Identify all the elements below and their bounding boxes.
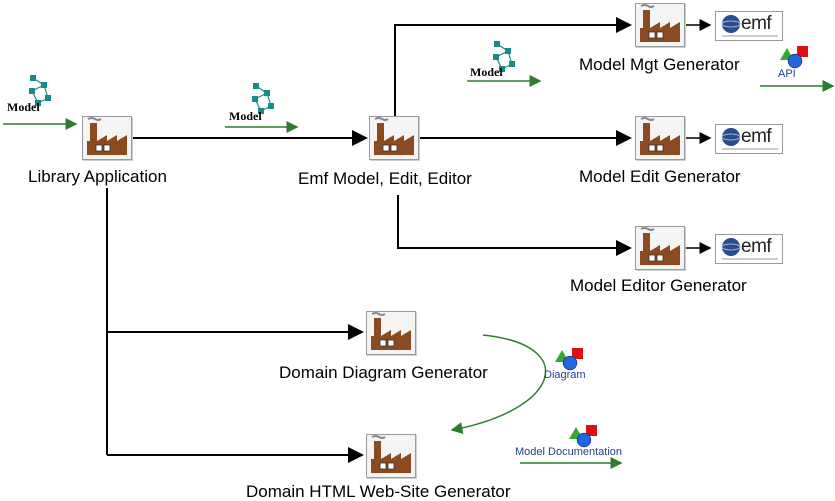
html-label: Domain HTML Web-Site Generator xyxy=(246,482,511,501)
diagram-artifact-label: Diagram xyxy=(544,369,586,381)
emf-logo-mgt: emf xyxy=(715,11,783,41)
emf-logo-text: emf xyxy=(741,126,772,147)
model-label: Model xyxy=(7,100,40,114)
emf-logo-editor: emf xyxy=(715,234,783,264)
library-label: Library Application xyxy=(28,167,167,186)
shapes-icon xyxy=(555,346,585,376)
model-network-icon xyxy=(24,73,54,107)
emf-factory-icon[interactable] xyxy=(369,116,419,160)
model-network-icon xyxy=(488,39,518,73)
emf-label: Emf Model, Edit, Editor xyxy=(298,169,472,188)
editor-label: Model Editor Generator xyxy=(570,276,747,295)
mgt-label: Model Mgt Generator xyxy=(579,55,740,74)
model-label: Model xyxy=(229,109,262,123)
documentation-label: Model Documentation xyxy=(515,446,623,458)
library-factory-icon[interactable] xyxy=(82,116,132,160)
edit-label: Model Edit Generator xyxy=(579,167,741,186)
edge-library-diagram xyxy=(106,188,364,340)
shapes-icon xyxy=(780,44,810,74)
edge-emf-editor xyxy=(397,195,632,256)
api-label: API xyxy=(778,68,796,80)
emf-logo-text: emf xyxy=(741,236,772,257)
model-network-icon xyxy=(247,81,277,115)
emf-logo-edit: emf xyxy=(715,124,783,154)
diagram-factory-icon[interactable] xyxy=(366,311,416,355)
diagram-label: Domain Diagram Generator xyxy=(279,363,488,382)
mgt-factory-icon[interactable] xyxy=(635,3,685,47)
edit-factory-icon[interactable] xyxy=(635,116,685,160)
diagram-curve-arrow xyxy=(450,334,547,434)
html-factory-icon[interactable] xyxy=(366,434,416,478)
model-label: Model xyxy=(470,65,503,79)
edge-emf-mgt xyxy=(394,17,632,116)
shapes-icon xyxy=(569,423,599,453)
editor-factory-icon[interactable] xyxy=(635,226,685,270)
emf-logo-text: emf xyxy=(741,13,772,34)
